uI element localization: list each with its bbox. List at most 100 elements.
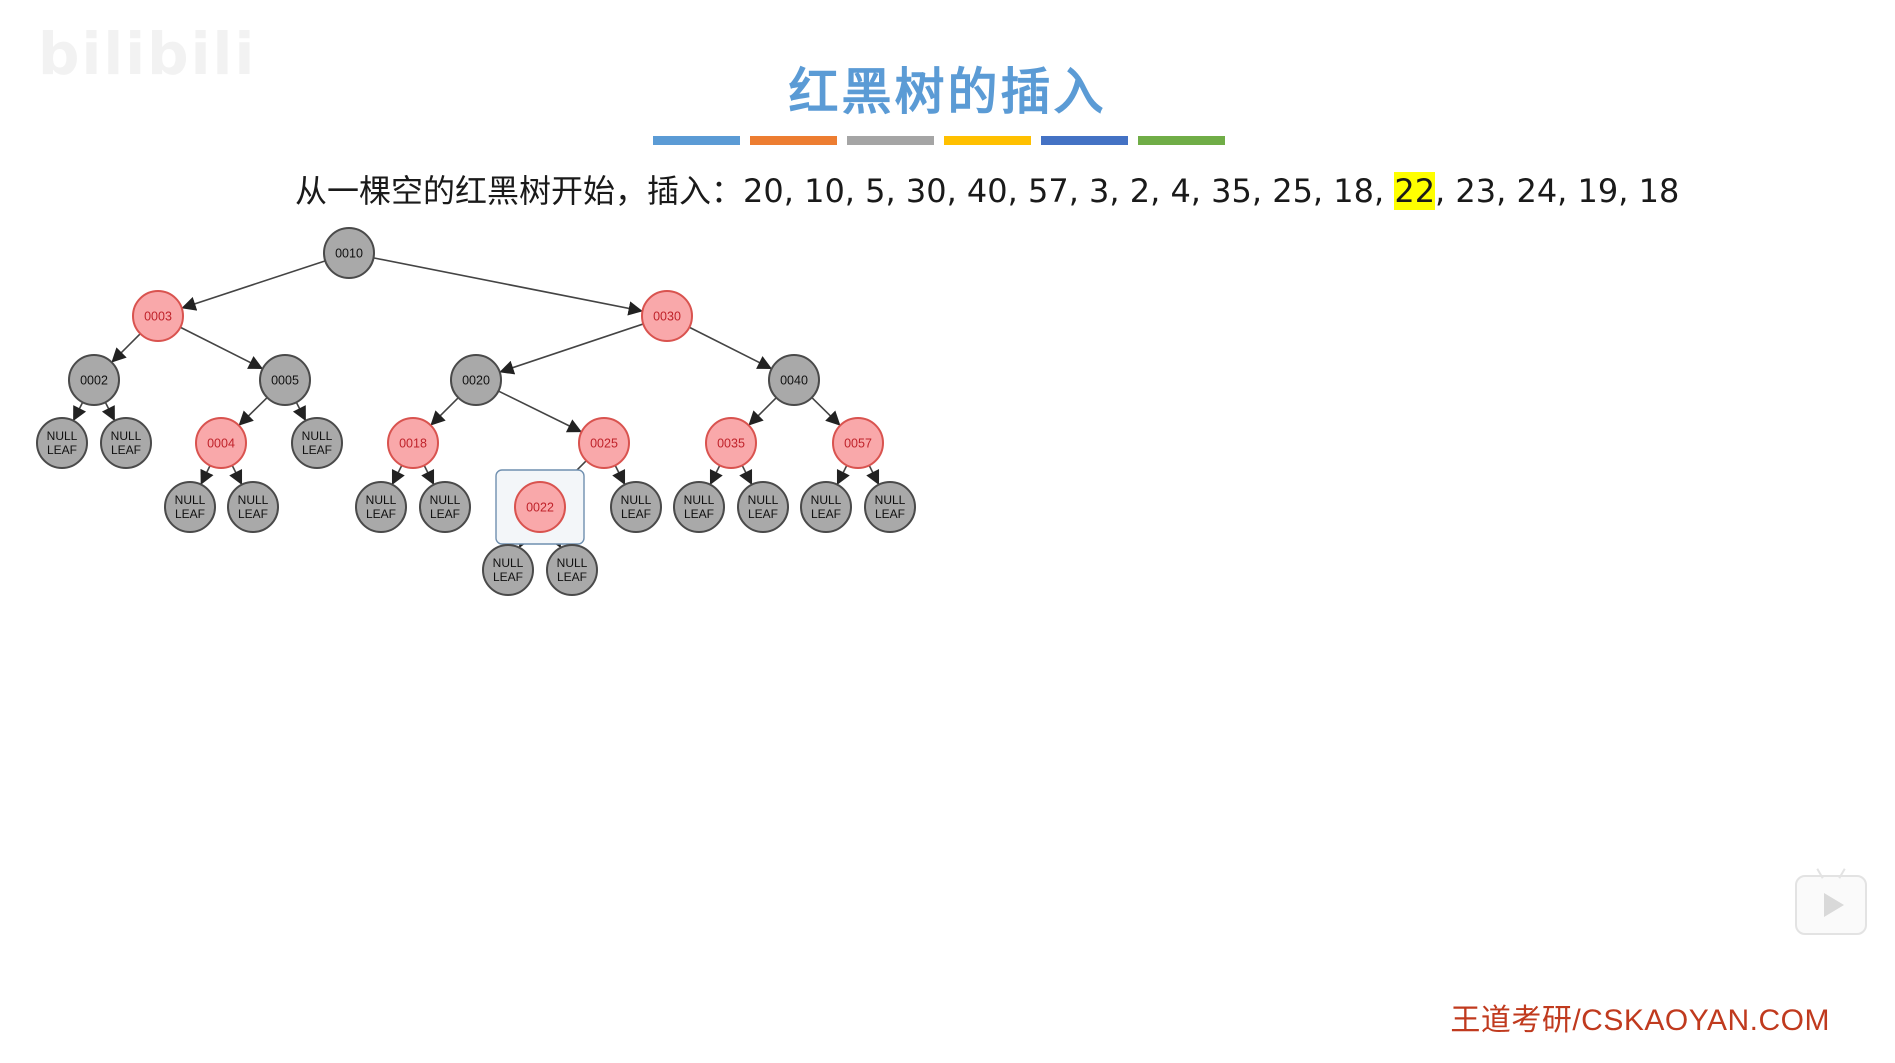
tree-edge <box>181 260 326 311</box>
tree-node-0030: 0030 <box>641 290 693 342</box>
sequence-prefix: 从一棵空的红黑树开始，插入： <box>295 172 744 210</box>
leaf-label: NULL <box>430 493 461 507</box>
tree-node-0040: 0040 <box>768 354 820 406</box>
leaf-label: LEAF <box>493 570 523 584</box>
leaf-label: NULL <box>111 429 142 443</box>
sequence-after: , 23, 24, 19, 18 <box>1435 172 1680 210</box>
node-label: 0004 <box>207 437 235 451</box>
leaf-label: NULL <box>302 429 333 443</box>
node-circle <box>387 417 439 469</box>
tree-edge <box>612 465 626 486</box>
leaf-label: LEAF <box>47 443 77 457</box>
node-label: 0003 <box>144 310 172 324</box>
node-label: 0057 <box>844 437 872 451</box>
tree-edge <box>866 465 880 486</box>
color-bar <box>1041 136 1128 145</box>
node-circle <box>68 354 120 406</box>
tree-edge <box>292 401 306 422</box>
leaf-label: NULL <box>748 493 779 507</box>
leaf-label: NULL <box>875 493 906 507</box>
leaf-label: NULL <box>47 429 78 443</box>
node-circle <box>705 417 757 469</box>
tree-node-0035: 0035 <box>705 417 757 469</box>
leaf-label: NULL <box>175 493 206 507</box>
color-bar <box>847 136 934 145</box>
tree-edge <box>179 326 264 370</box>
node-circle <box>832 417 884 469</box>
leaf-label: LEAF <box>748 507 778 521</box>
tree-node-0005: 0005 <box>259 354 311 406</box>
node-circle <box>164 481 216 533</box>
leaf-label: LEAF <box>238 507 268 521</box>
tree-node-0003: 0003 <box>132 290 184 342</box>
tree-node-0025: 0025 <box>578 417 630 469</box>
node-circle <box>546 544 598 596</box>
tree-edge <box>229 465 243 486</box>
node-label: 0022 <box>526 501 554 515</box>
leaf-label: LEAF <box>175 507 205 521</box>
node-circle <box>195 417 247 469</box>
tree-edge <box>811 396 841 426</box>
node-circle <box>355 481 407 533</box>
tree-edge <box>373 257 643 316</box>
tree-node-0018: 0018 <box>387 417 439 469</box>
node-circle <box>291 417 343 469</box>
leaf-label: LEAF <box>430 507 460 521</box>
node-circle <box>36 417 88 469</box>
node-circle <box>673 481 725 533</box>
sequence-before: 20, 10, 5, 30, 40, 57, 3, 2, 4, 35, 25, … <box>743 172 1395 210</box>
node-circle <box>419 481 471 533</box>
play-button[interactable] <box>1795 875 1867 935</box>
tree-edge <box>238 396 268 426</box>
tree-node-0002: 0002 <box>68 354 120 406</box>
color-bar <box>1138 136 1225 145</box>
node-label: 0010 <box>335 247 363 261</box>
tree-edge <box>709 465 723 486</box>
node-circle <box>132 290 184 342</box>
node-circle <box>323 227 375 279</box>
node-circle <box>514 481 566 533</box>
leaf-label: NULL <box>238 493 269 507</box>
tree-node-0010: 0010 <box>323 227 375 279</box>
tree-edge <box>748 397 777 426</box>
play-icon <box>1824 893 1844 917</box>
node-circle <box>864 481 916 533</box>
node-label: 0030 <box>653 310 681 324</box>
node-circle <box>100 417 152 469</box>
tree-node-0020: 0020 <box>450 354 502 406</box>
node-circle <box>610 481 662 533</box>
node-circle <box>227 481 279 533</box>
tree-edge <box>111 333 141 363</box>
leaf-label: LEAF <box>621 507 651 521</box>
leaf-label: NULL <box>557 556 588 570</box>
tree-edge <box>73 401 87 422</box>
tree-edge <box>391 465 405 486</box>
tree-edge <box>498 390 582 433</box>
node-label: 0025 <box>590 437 618 451</box>
tree-edge <box>430 397 459 426</box>
node-circle <box>482 544 534 596</box>
leaf-label: NULL <box>366 493 397 507</box>
node-label: 0035 <box>717 437 745 451</box>
leaf-label: NULL <box>621 493 652 507</box>
tree-node-0022: 0022 <box>495 469 585 545</box>
leaf-label: LEAF <box>557 570 587 584</box>
node-circle <box>737 481 789 533</box>
page-title: 红黑树的插入 <box>788 63 1107 121</box>
footer-brand: 王道考研/CSKAOYAN.COM <box>1450 1004 1830 1037</box>
leaf-label: LEAF <box>302 443 332 457</box>
leaf-label: LEAF <box>111 443 141 457</box>
leaf-label: NULL <box>684 493 715 507</box>
